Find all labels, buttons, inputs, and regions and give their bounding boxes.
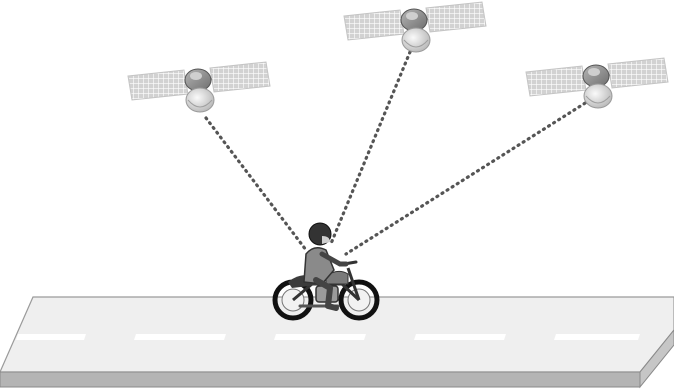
signal-line-center [330, 52, 410, 246]
satellite-icon-right [526, 58, 668, 108]
satellite-icon-center [344, 2, 486, 52]
satellite-icon-left [128, 62, 270, 112]
motorcycle-rider-icon [275, 223, 377, 318]
signal-line-left [206, 118, 306, 250]
signal-line-right [346, 100, 590, 254]
